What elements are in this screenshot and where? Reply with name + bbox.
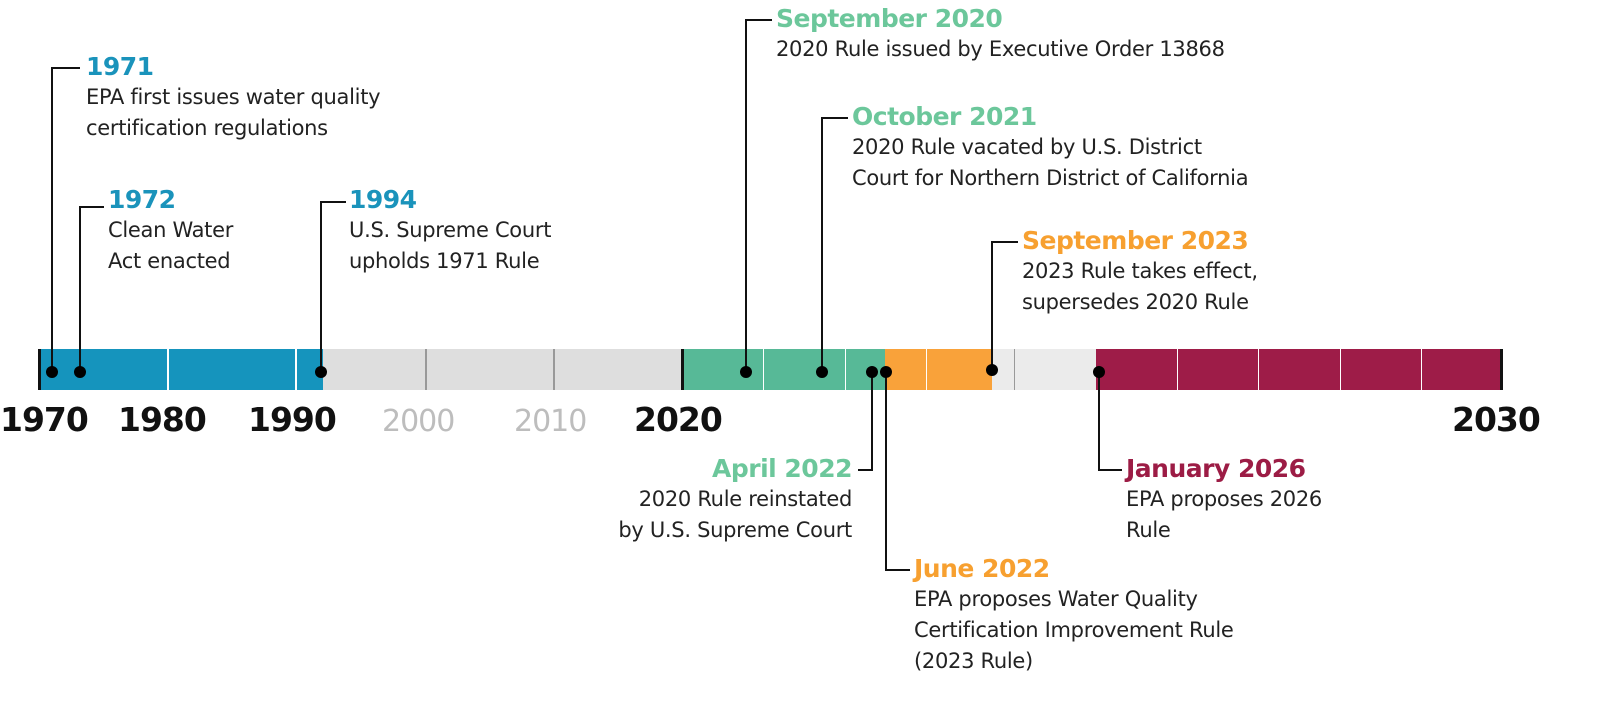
segment-orange (885, 349, 992, 390)
event-1971: 1971 EPA first issues water quality cert… (86, 52, 381, 140)
event-jun-2022: June 2022 EPA proposes Water Quality Cer… (914, 554, 1234, 673)
event-oct-2021: October 2021 2020 Rule vacated by U.S. D… (852, 102, 1249, 190)
tick (1340, 349, 1341, 390)
year-label: 1980 (118, 400, 207, 439)
year-label: 1970 (0, 400, 89, 439)
tick (295, 349, 297, 390)
tick (1421, 349, 1422, 390)
event-1972: 1972 Clean Water Act enacted (108, 185, 234, 273)
tick (1014, 349, 1015, 390)
tick (681, 349, 684, 390)
year-label: 2010 (514, 404, 587, 439)
event-apr-2022: April 2022 2020 Rule reinstated by U.S. … (618, 454, 852, 542)
tick (425, 349, 427, 390)
event-sep-2023: September 2023 2023 Rule takes effect, s… (1022, 226, 1258, 314)
segment-lightgray (992, 349, 1096, 390)
segment-blue (40, 349, 323, 390)
tick (167, 349, 169, 390)
segment-red (1096, 349, 1502, 390)
tick (763, 349, 764, 390)
year-label: 2020 (634, 400, 723, 439)
tick (926, 349, 927, 390)
segment-gray (323, 349, 682, 390)
tick (38, 349, 41, 390)
event-1994: 1994 U.S. Supreme Court upholds 1971 Rul… (349, 185, 552, 273)
segment-teal (682, 349, 885, 390)
tick (1258, 349, 1259, 390)
tick (1177, 349, 1178, 390)
tick (553, 349, 555, 390)
event-sep-2020: September 2020 2020 Rule issued by Execu… (776, 4, 1225, 61)
tick (845, 349, 846, 390)
year-label: 1990 (248, 400, 337, 439)
year-label: 2000 (382, 404, 455, 439)
tick (1500, 349, 1503, 390)
event-jan-2026: January 2026 EPA proposes 2026 Rule (1126, 454, 1322, 542)
year-label: 2030 (1452, 400, 1541, 439)
